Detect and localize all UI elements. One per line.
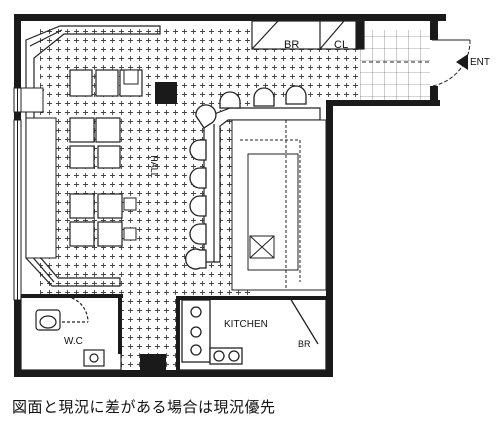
booth-bench-left	[25, 117, 57, 259]
bar-counter	[203, 107, 321, 263]
label-ent: ENT	[470, 57, 490, 68]
kitchen	[177, 297, 327, 371]
label-br-top: BR	[284, 39, 300, 51]
wc-wall	[21, 294, 123, 298]
entrance-arrow-icon	[456, 54, 468, 70]
bar-stools	[184, 85, 307, 270]
label-br-kitchen: BR	[298, 339, 311, 349]
label-wc: W.C	[64, 336, 83, 347]
label-kitchen: KITCHEN	[224, 319, 268, 330]
label-cl: CL	[334, 39, 349, 51]
entrance-door	[362, 39, 471, 87]
entrance-floor	[360, 30, 430, 100]
plan-caption: 図面と現況に差がある場合は現況優先	[12, 398, 276, 416]
top-storage	[251, 20, 365, 50]
wc-partition	[118, 294, 122, 354]
chairs-small	[123, 69, 139, 241]
window-left	[13, 87, 22, 301]
bar-back	[231, 119, 327, 291]
bottom-column	[140, 354, 166, 372]
window-seat	[20, 87, 44, 113]
toilet	[20, 295, 122, 371]
kitchen-divider	[176, 296, 328, 370]
label-hall: HALL	[148, 155, 159, 178]
structural-column	[155, 82, 177, 104]
